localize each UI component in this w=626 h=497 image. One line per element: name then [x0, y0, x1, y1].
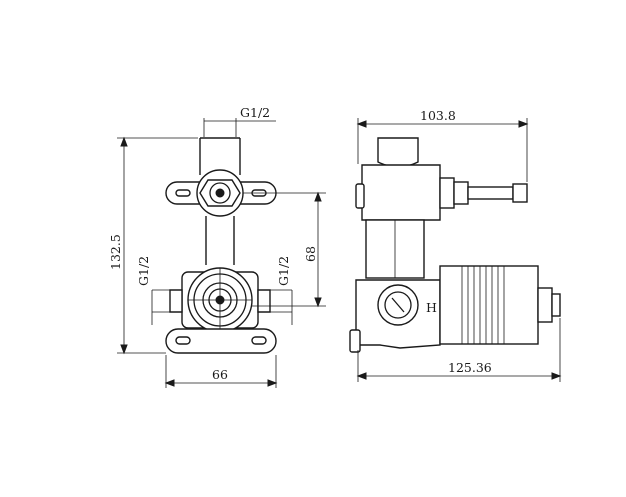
label-thread-right: G1/2 [276, 256, 291, 286]
side-threaded-cartridge [439, 265, 539, 345]
middle-stem [205, 216, 235, 265]
dim-thread-left: G1/2 [136, 256, 170, 325]
side-top-pipe [377, 137, 419, 168]
thread-lines [461, 266, 505, 344]
left-port [169, 289, 183, 313]
front-view: G1/2 132.5 G1/2 G1/2 [108, 105, 326, 388]
hot-mark: H [426, 300, 437, 315]
label-inlet-thread: G1/2 [240, 105, 270, 120]
label-height: 132.5 [108, 234, 123, 270]
label-width: 66 [212, 367, 228, 382]
side-top-stem [439, 177, 455, 209]
dim-center-distance: 68 [243, 191, 326, 308]
top-inlet-pipe [199, 137, 241, 175]
dim-height: 132.5 [108, 136, 198, 355]
dim-overall-depth: 125.36 [356, 318, 562, 382]
dim-thread-right: G1/2 [270, 256, 293, 325]
label-top-depth: 103.8 [420, 108, 456, 123]
dim-top-depth: 103.8 [356, 108, 529, 182]
right-port [257, 289, 271, 313]
label-thread-left: G1/2 [136, 256, 151, 286]
label-overall-depth: 125.36 [448, 360, 492, 375]
side-top-body [361, 164, 441, 221]
label-center-distance: 68 [303, 246, 318, 262]
dim-inlet-thread: G1/2 [203, 105, 276, 137]
dim-width: 66 [164, 355, 278, 388]
bottom-mounting-bracket [165, 328, 277, 354]
side-view: H 103.8 [349, 108, 562, 382]
